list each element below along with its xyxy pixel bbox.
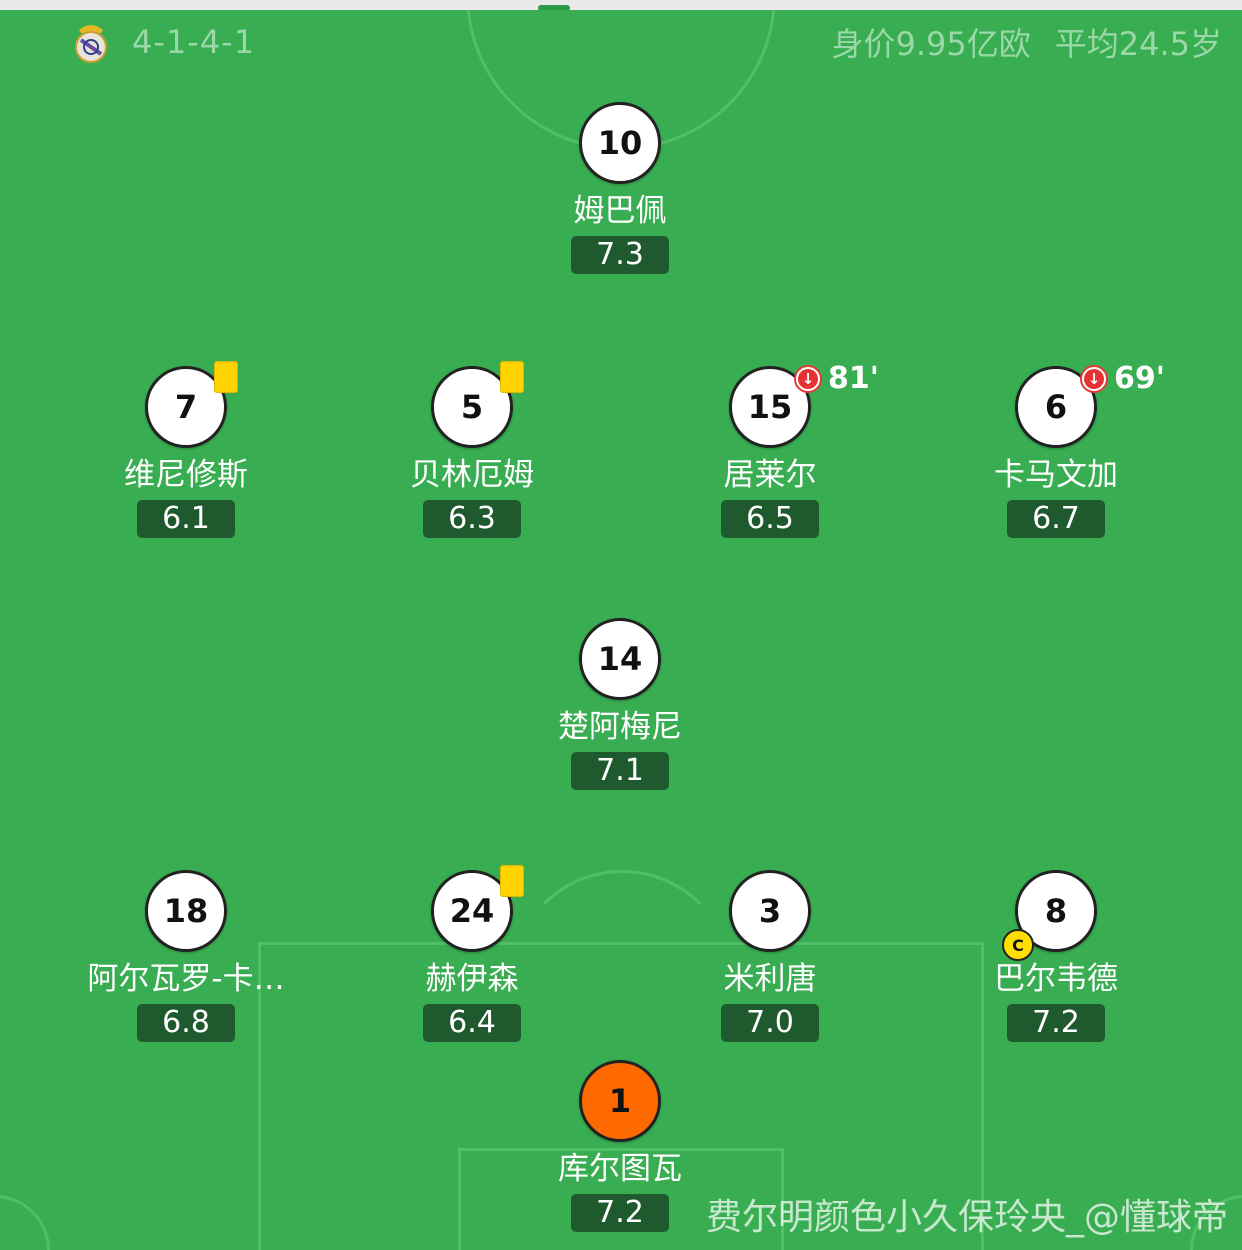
average-age: 平均24.5岁 [1054, 25, 1222, 63]
player-name: 赫伊森 [425, 961, 519, 997]
penalty-area [258, 942, 984, 1250]
player-name: 米利唐 [723, 961, 817, 997]
player-rating: 7.2 [1007, 1004, 1105, 1042]
player-card[interactable]: 1 库尔图瓦 7.2 [490, 1060, 750, 1232]
player-rating: 6.3 [423, 500, 521, 538]
goal-area [458, 1148, 784, 1250]
player-name: 维尼修斯 [124, 457, 248, 493]
jersey-number: 24 [431, 865, 524, 952]
jersey-number: 14 [579, 618, 661, 700]
player-card[interactable]: 14 楚阿梅尼 7.1 [490, 618, 750, 790]
corner-arc-left [0, 1195, 50, 1250]
player-rating: 7.0 [721, 1004, 819, 1042]
player-card[interactable]: 10 姆巴佩 7.3 [490, 102, 750, 274]
jersey-number: 3 [729, 870, 811, 952]
jersey-number: 18 [145, 870, 227, 952]
player-card[interactable]: 7 维尼修斯 6.1 [56, 361, 316, 538]
player-name: 贝林厄姆 [410, 457, 534, 493]
jersey-number: 5 [431, 361, 524, 448]
team-stats: 身价9.95亿欧 平均24.5岁 [831, 16, 1222, 68]
player-rating: 7.3 [571, 236, 669, 274]
player-name: 姆巴佩 [573, 193, 667, 229]
player-rating: 7.1 [571, 752, 669, 790]
player-rating: 7.2 [571, 1194, 669, 1232]
player-rating: 6.4 [423, 1004, 521, 1042]
yellow-card-icon [500, 865, 524, 897]
top-bar [0, 0, 1242, 11]
penalty-arc [510, 870, 734, 1094]
captain-badge-icon: C [1002, 929, 1034, 961]
yellow-card-icon [500, 361, 524, 393]
market-value: 身价9.95亿欧 [831, 25, 1031, 63]
jersey-number: 1 [579, 1060, 661, 1142]
player-card[interactable]: 8 C 巴尔韦德 7.2 [926, 870, 1186, 1042]
jersey-number: 8 C [1002, 870, 1097, 961]
sub-minute: 69' [1114, 361, 1165, 396]
player-rating: 6.1 [137, 500, 235, 538]
player-name: 巴尔韦德 [994, 961, 1118, 997]
player-card[interactable]: 5 贝林厄姆 6.3 [342, 361, 602, 538]
player-name: 库尔图瓦 [558, 1151, 682, 1187]
jersey-number: 10 [579, 102, 661, 184]
player-rating: 6.7 [1007, 500, 1105, 538]
sub-off-arrow-icon: ↓ [1080, 364, 1108, 393]
player-name: 卡马文加 [994, 457, 1118, 493]
player-name: 阿尔瓦罗-卡… [87, 961, 285, 997]
jersey-number: 15 ↓ 81' [729, 361, 879, 448]
player-card[interactable]: 18 阿尔瓦罗-卡… 6.8 [56, 870, 316, 1042]
player-name: 楚阿梅尼 [558, 709, 682, 745]
sub-off-arrow-icon: ↓ [794, 364, 822, 393]
player-card[interactable]: 3 米利唐 7.0 [640, 870, 900, 1042]
team-header: 4-1-4-1 [72, 16, 255, 68]
sub-minute: 81' [828, 361, 879, 396]
jersey-number: 6 ↓ 69' [1015, 361, 1165, 448]
yellow-card-icon [214, 361, 238, 393]
substitution-off: ↓ 69' [1080, 361, 1165, 396]
player-card[interactable]: 24 赫伊森 6.4 [342, 865, 602, 1042]
player-rating: 6.8 [137, 1004, 235, 1042]
player-card[interactable]: 6 ↓ 69' 卡马文加 6.7 [926, 361, 1186, 538]
player-rating: 6.5 [721, 500, 819, 538]
club-crest-icon[interactable] [72, 20, 110, 64]
watermark: 费尔明颜色小久保玲央_@懂球帝 [705, 1197, 1228, 1238]
formation-label: 4-1-4-1 [132, 23, 256, 61]
drag-handle[interactable] [538, 5, 570, 11]
player-card[interactable]: 15 ↓ 81' 居莱尔 6.5 [640, 361, 900, 538]
player-name: 居莱尔 [723, 457, 817, 493]
substitution-off: ↓ 81' [794, 361, 879, 396]
jersey-number: 7 [145, 361, 238, 448]
